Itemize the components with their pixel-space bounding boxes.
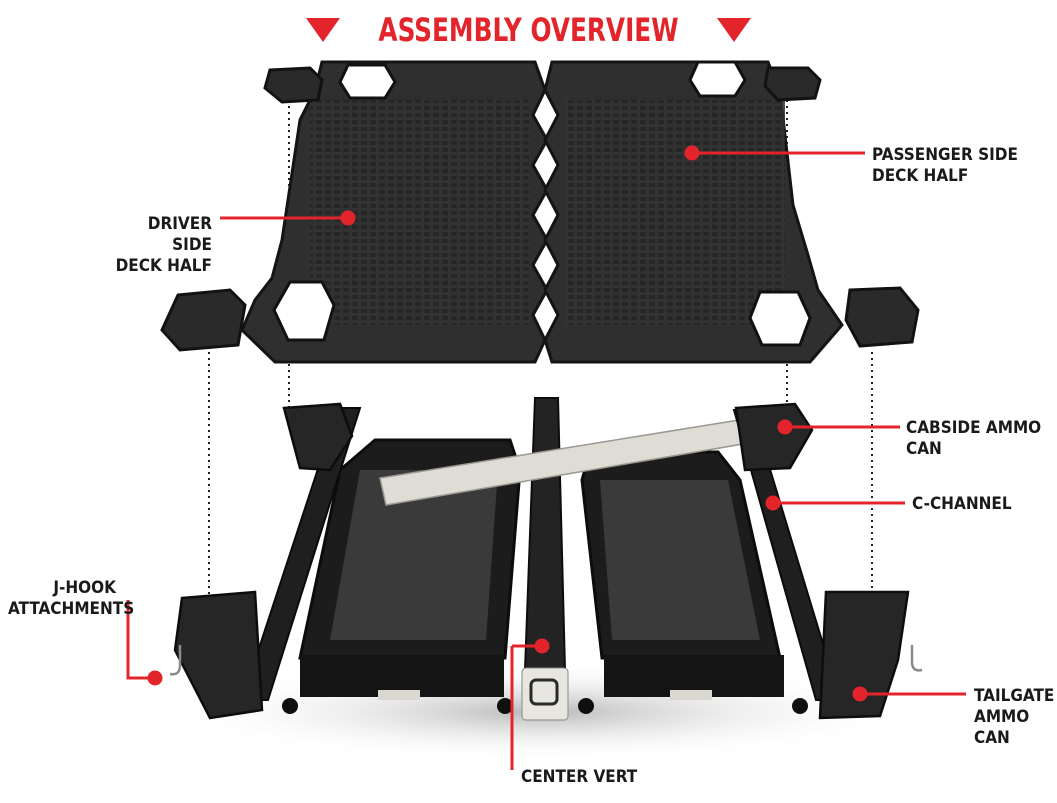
label-passenger-deck: PASSENGER SIDE DECK HALF bbox=[872, 145, 1018, 186]
label-driver-deck: DRIVER SIDE DECK HALF bbox=[115, 214, 212, 276]
label-cabside-ammo-can: CABSIDE AMMO CAN bbox=[906, 418, 1042, 459]
triangle-down-icon bbox=[306, 18, 341, 42]
label-center-vert: CENTER VERT bbox=[521, 767, 638, 787]
j-hook-icon bbox=[169, 645, 923, 676]
page-title: ASSEMBLY OVERVIEW bbox=[378, 11, 679, 49]
right-drawer bbox=[580, 450, 784, 700]
label-j-hook-attachments: J-HOOK ATTACHMENTS bbox=[8, 578, 135, 619]
callout-lines bbox=[126, 145, 966, 770]
center-vert bbox=[521, 397, 569, 721]
ammo-can-lids bbox=[160, 66, 920, 352]
drawer-wheels bbox=[282, 698, 808, 714]
passenger-deck-half bbox=[543, 60, 844, 364]
left-drawer bbox=[298, 438, 522, 700]
ammo-cans bbox=[173, 402, 910, 720]
triangle-down-icon bbox=[716, 18, 751, 42]
alignment-lines bbox=[208, 100, 873, 598]
label-c-channel: C-CHANNEL bbox=[912, 494, 1012, 514]
driver-deck-half bbox=[240, 60, 549, 364]
title-banner: ASSEMBLY OVERVIEW bbox=[0, 8, 1057, 52]
label-tailgate-ammo-can: TAILGATE AMMO CAN bbox=[974, 686, 1055, 748]
